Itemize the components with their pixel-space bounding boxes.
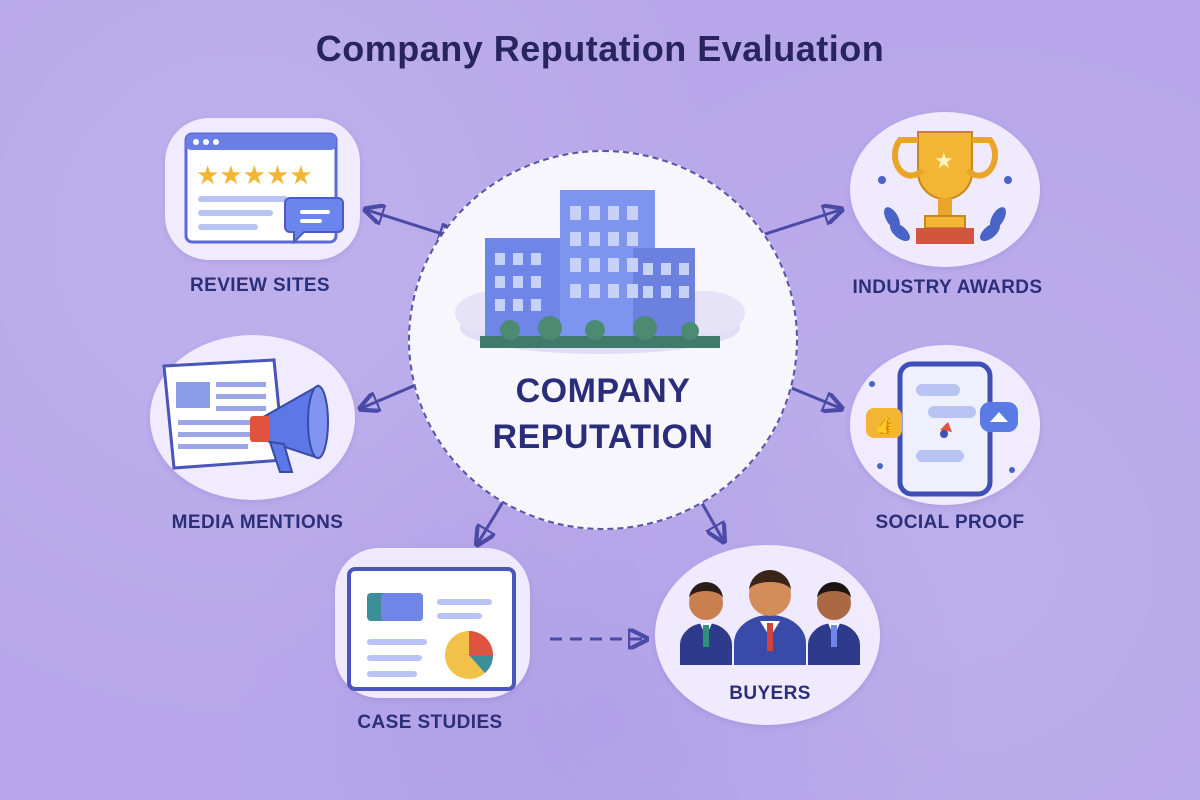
svg-text:★★★★★: ★★★★★: [196, 161, 313, 191]
office-buildings-icon: [455, 190, 745, 354]
buyers-label: BUYERS: [729, 683, 811, 704]
case-studies-label: CASE STUDIES: [357, 712, 503, 733]
svg-text:★: ★: [934, 149, 954, 174]
media-mentions-label: MEDIA MENTIONS: [171, 512, 344, 533]
center-label-line2: REPUTATION: [492, 418, 714, 456]
phone-social-icon: 👍: [866, 361, 1018, 497]
review-sites-label: REVIEW SITES: [190, 275, 330, 296]
arrow-industry-awards: [752, 210, 840, 240]
newspaper-megaphone-icon: [162, 358, 329, 473]
svg-text:👍: 👍: [874, 414, 896, 436]
page-title: Company Reputation Evaluation: [315, 28, 885, 69]
report-chart-icon: [347, 567, 516, 691]
social-proof-label: SOCIAL PROOF: [875, 512, 1025, 533]
review-stars-window-icon: ★★★★★: [184, 132, 344, 245]
trophy-icon: ★: [878, 131, 1012, 244]
center-label-line1: COMPANY: [515, 372, 691, 410]
buyers-group-icon: [680, 570, 860, 665]
industry-awards-label: INDUSTRY AWARDS: [852, 277, 1043, 298]
